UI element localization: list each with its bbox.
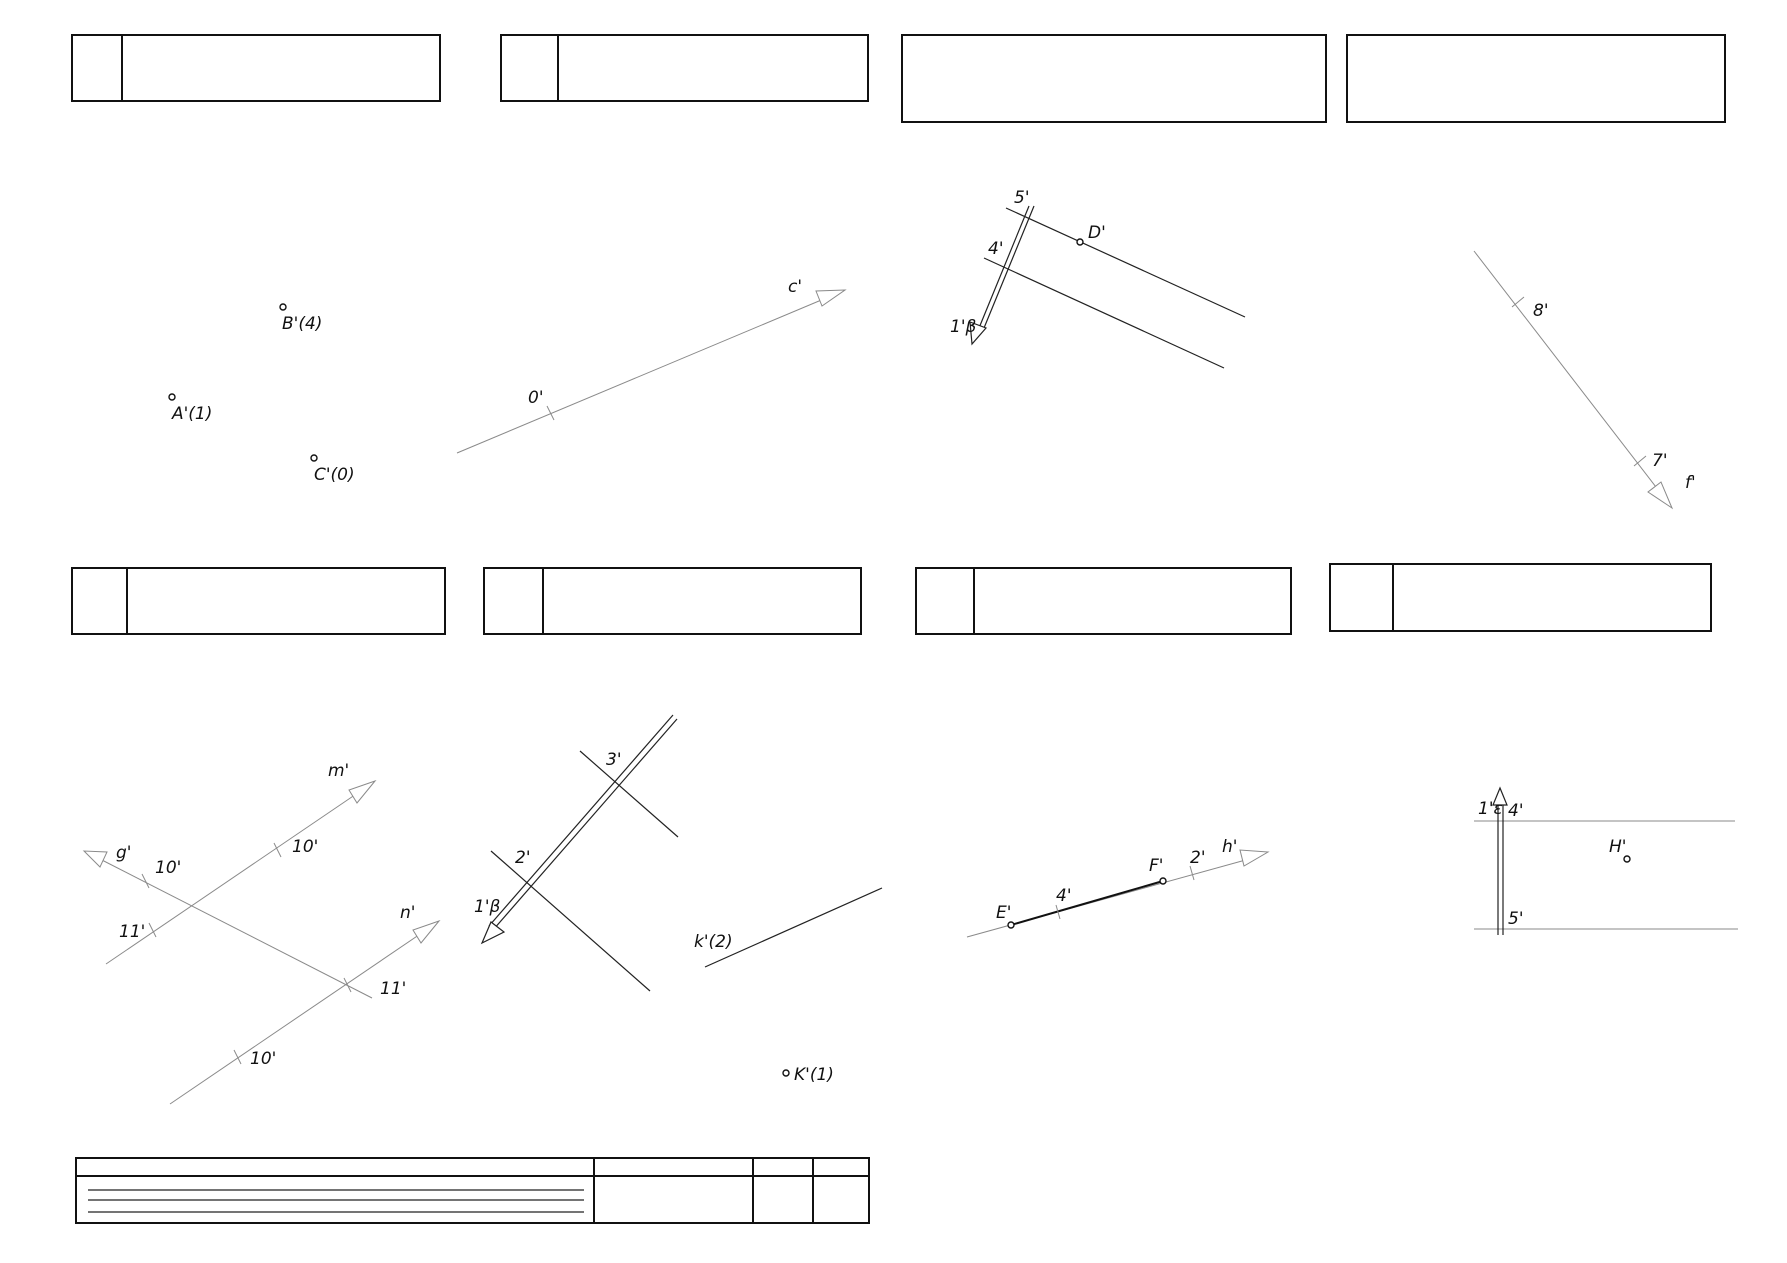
label-three: 3' [606,750,622,770]
task-frame-7 [915,567,1292,635]
arrow-c [815,289,847,307]
task-frame-8 [1329,563,1712,632]
label-n-line: n' [400,903,415,923]
label-k-point: K'(1) [794,1065,834,1085]
label-four-b: 4' [1056,886,1072,906]
label-g-eleven: 11' [119,922,145,942]
arrow-f [1647,481,1674,510]
panel-points: B'(4) A'(1) C'(0) [168,303,355,485]
point-d [1076,238,1084,246]
task-frame-4 [1346,34,1726,123]
panel-lines-mgn: m' g' n' 10' 10' 11' 11' 10' [82,761,441,1105]
label-g-ten: 10' [155,858,181,878]
label-five-c: 5' [1508,909,1524,929]
point-c [310,454,318,462]
arrow-epsilon [1492,786,1508,806]
arrow-h [1239,849,1270,867]
label-e: E' [996,903,1011,923]
label-eps-trace: 1'ε [1478,799,1503,819]
label-zero: 0' [528,388,544,408]
task-frame-5 [71,567,446,635]
label-b: B'(4) [282,314,322,334]
label-seven: 7' [1652,451,1668,471]
label-k-line: k'(2) [694,932,733,952]
task-frame-2 [500,34,869,102]
panel-line-f: 8' 7' f' [1473,250,1696,510]
label-h-line: h' [1222,837,1237,857]
panel-plane-beta-k: 3' 2' 1'β k'(2) K'(1) [474,714,883,1085]
panel-plane-epsilon: 1'ε 4' 5' H' [1474,786,1738,935]
point-k [782,1069,790,1077]
label-f-line: f' [1685,473,1696,493]
label-h-point: H' [1609,837,1626,857]
point-f [1159,877,1167,885]
label-beta-trace-2: 1'β [474,897,500,917]
panel-line-c: 0' c' [456,277,847,454]
label-m-ten: 10' [292,837,318,857]
label-four-c: 4' [1508,801,1524,821]
label-m-line: m' [328,761,349,781]
point-e [1007,921,1015,929]
panel-line-h: E' F' 4' 2' h' [966,837,1270,938]
panel-plane-beta: 5' 4' D' 1'β [950,188,1246,369]
label-g-line: g' [116,843,131,863]
label-four: 4' [988,239,1004,259]
title-block [75,1157,870,1224]
label-c: C'(0) [314,465,355,485]
task-frame-6 [483,567,862,635]
task-frame-3 [901,34,1327,123]
label-eight: 8' [1533,301,1549,321]
label-f: F' [1149,856,1163,876]
label-two: 2' [515,848,531,868]
label-five: 5' [1014,188,1030,208]
arrow-beta-2 [480,921,506,945]
label-d: D' [1088,223,1106,243]
arrow-beta [969,321,988,346]
label-c-line: c' [788,277,802,297]
point-b [279,303,287,311]
arrow-m [348,779,377,804]
label-beta-trace: 1'β [950,317,976,337]
point-a [168,393,176,401]
label-a: A'(1) [171,404,212,424]
arrow-n [412,919,441,944]
label-two-b: 2' [1190,848,1206,868]
arrow-g [82,850,108,868]
label-n-eleven: 11' [380,979,406,999]
task-frame-1 [71,34,441,102]
label-n-ten: 10' [250,1049,276,1069]
point-h [1623,855,1631,863]
